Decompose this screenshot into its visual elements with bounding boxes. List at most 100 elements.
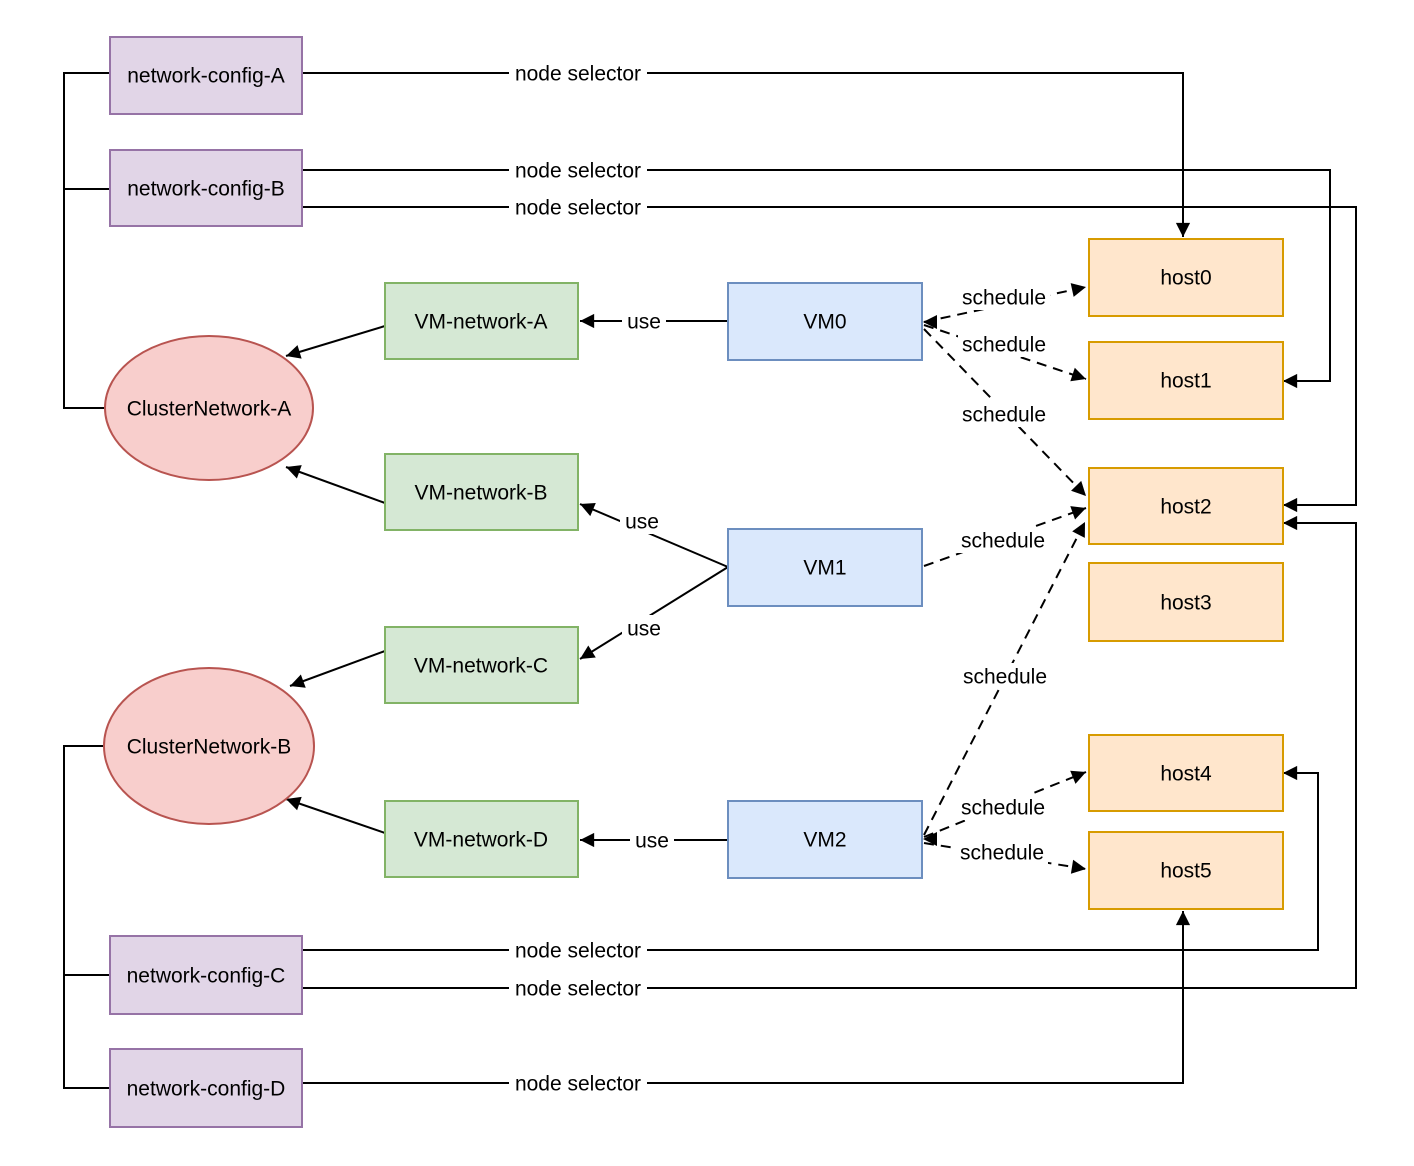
edge-labels: node selector node selector node selecto… [509, 60, 1051, 1096]
edge-label-text: node selector [515, 978, 641, 1001]
edge-label-bg [509, 157, 647, 183]
node-vm1[interactable]: VM1 [727, 528, 923, 607]
edge-label-text: node selector [515, 63, 641, 86]
node-host1[interactable]: host1 [1088, 341, 1284, 420]
network-config-box [109, 149, 303, 227]
edge-network-config-c-host2 [302, 515, 1357, 989]
edge-label-bg [957, 794, 1049, 820]
edge-label-bg [630, 827, 674, 853]
edge-group-use [579, 313, 729, 848]
edge-label-bg [509, 1070, 647, 1096]
edge-label-bg [509, 60, 647, 86]
edge-label-text: schedule [963, 666, 1047, 689]
edge-label-text: schedule [960, 842, 1044, 865]
edge-vm-network-d-clusternetwork-b [285, 796, 386, 834]
node-vm-network-B[interactable]: VM-network-B [384, 453, 579, 531]
node-label: host2 [1160, 496, 1211, 519]
edge-label-text: use [625, 511, 659, 534]
node-cluster-network-A[interactable]: ClusterNetwork-A [104, 335, 314, 481]
node-host3[interactable]: host3 [1088, 562, 1284, 642]
edge-label-text: use [635, 830, 669, 853]
node-label: VM-network-A [414, 311, 547, 334]
edge-label-schedule: schedule [956, 839, 1048, 865]
vm-network-box [384, 800, 579, 878]
node-label: VM-network-B [414, 482, 547, 505]
node-network-config-A[interactable]: network-config-A [109, 36, 303, 115]
edge-label-text: node selector [515, 1073, 641, 1096]
node-label: network-config-D [127, 1078, 286, 1101]
node-host2[interactable]: host2 [1088, 467, 1284, 545]
node-vm0[interactable]: VM0 [727, 282, 923, 361]
node-label: host1 [1160, 370, 1211, 393]
edge-vm0-host0 [923, 283, 1087, 323]
edge-label-bg [958, 284, 1050, 310]
node-vm2[interactable]: VM2 [727, 800, 923, 879]
edge-label-node-selector: node selector [509, 60, 647, 86]
edge-label-text: node selector [515, 160, 641, 183]
node-network-config-B[interactable]: network-config-B [109, 149, 303, 227]
host-box [1088, 562, 1284, 642]
node-label: network-config-C [127, 965, 286, 988]
node-label: host4 [1160, 763, 1212, 786]
edge-network-config-d-clusternetwork-b [63, 745, 110, 1089]
node-network-config-C[interactable]: network-config-C [109, 935, 303, 1015]
host-box [1088, 831, 1284, 910]
edge-label-node-selector: node selector [509, 157, 647, 183]
edge-label-bg [956, 839, 1048, 865]
node-host0[interactable]: host0 [1088, 238, 1284, 317]
vm-box [727, 528, 923, 607]
edge-vm-network-c-clusternetwork-b [289, 650, 386, 688]
cluster-network-ellipse [104, 335, 314, 481]
edge-vm-network-a-clusternetwork-a [285, 325, 386, 359]
node-host4[interactable]: host4 [1088, 734, 1284, 812]
edge-label-text: node selector [515, 940, 641, 963]
node-cluster-network-B[interactable]: ClusterNetwork-B [103, 667, 315, 825]
edge-label-schedule: schedule [958, 284, 1050, 310]
edge-label-text: schedule [962, 287, 1046, 310]
edge-label-schedule: schedule [957, 527, 1049, 553]
node-label: VM1 [803, 557, 846, 580]
vm-network-box [384, 453, 579, 531]
edge-network-config-b-host2 [302, 206, 1357, 513]
vm-box [727, 800, 923, 879]
node-vm-network-A[interactable]: VM-network-A [384, 282, 579, 360]
edge-label-use: use [630, 827, 674, 853]
node-label: ClusterNetwork-B [127, 736, 292, 759]
edge-label-bg [622, 308, 666, 334]
edge-label-text: use [627, 618, 661, 641]
edge-label-schedule: schedule [957, 794, 1049, 820]
edge-vm1-vm-network-c [579, 566, 729, 660]
edge-label-bg [509, 194, 647, 220]
edge-network-config-b-host1 [302, 169, 1331, 389]
node-label: ClusterNetwork-A [127, 398, 292, 421]
edge-label-bg [958, 401, 1050, 427]
network-config-box [109, 1048, 303, 1128]
edge-label-bg [957, 527, 1049, 553]
node-label: VM2 [803, 829, 846, 852]
edge-vm1-vm-network-b [579, 503, 729, 568]
node-label: VM-network-C [414, 655, 548, 678]
node-vm-network-C[interactable]: VM-network-C [384, 626, 579, 704]
edge-label-schedule: schedule [958, 401, 1050, 427]
node-vm-network-D[interactable]: VM-network-D [384, 800, 579, 878]
vm-network-box [384, 282, 579, 360]
edge-label-bg [958, 331, 1050, 357]
edge-label-text: schedule [962, 334, 1046, 357]
edge-group-vmnet-cluster [285, 325, 386, 834]
vm-network-box [384, 626, 579, 704]
edge-label-use: use [622, 615, 666, 641]
edge-label-use: use [620, 508, 664, 534]
node-network-config-D[interactable]: network-config-D [109, 1048, 303, 1128]
node-label: host5 [1160, 860, 1211, 883]
edge-label-bg [620, 508, 664, 534]
edge-label-bg [509, 975, 647, 1001]
edge-group-schedule [923, 283, 1087, 874]
edge-label-text: node selector [515, 197, 641, 220]
node-label: host0 [1160, 267, 1211, 290]
node-host5[interactable]: host5 [1088, 831, 1284, 910]
edge-label-bg [622, 615, 666, 641]
edge-label-node-selector: node selector [509, 975, 647, 1001]
edge-network-config-d-host5 [302, 911, 1191, 1084]
